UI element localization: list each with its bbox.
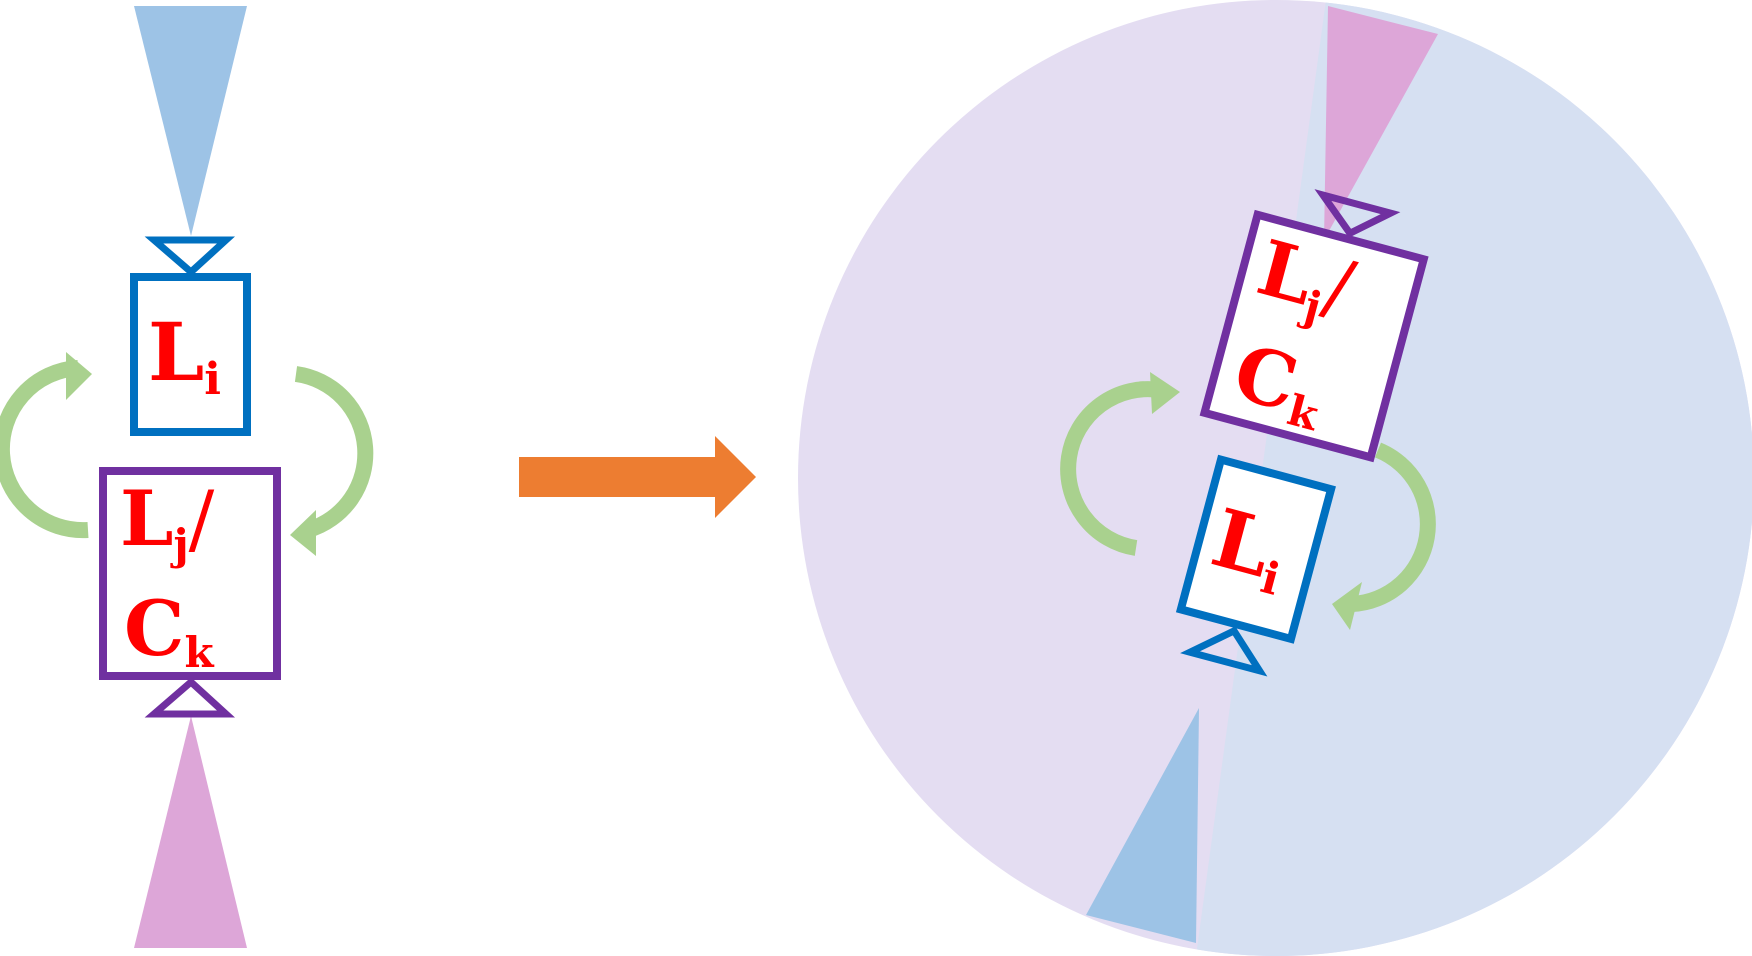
bottom-connector-triangle	[144, 677, 236, 718]
right-diagram-right-rotation-arrowhead	[1332, 582, 1362, 630]
top-connector-triangle	[144, 236, 236, 277]
rotated-top-connector-triangle	[1314, 189, 1401, 238]
right-rotation-arrowhead	[290, 510, 316, 556]
lj-label: Lj/	[120, 474, 215, 569]
right-diagram-right-rotation-arrow-icon	[1351, 442, 1436, 612]
right-diagram: Lj/ Ck Li	[798, 0, 1752, 956]
bottom-light-blue-wedge	[1086, 708, 1199, 943]
top-pink-wedge	[1324, 6, 1438, 240]
rotated-bottom-connector-triangle	[1180, 626, 1268, 677]
li-box	[130, 273, 251, 436]
right-diagram-left-rotation-arrow-icon	[1060, 381, 1162, 556]
li-label: Li	[148, 305, 221, 405]
rotated-li-label: Li	[1201, 490, 1297, 605]
rotated-li-box	[1175, 454, 1336, 644]
left-diagram: Li Lj/ Ck	[0, 6, 374, 948]
arrow-right-icon	[519, 436, 756, 518]
lj-ck-box	[99, 467, 281, 680]
left-rotation-arrow-icon	[0, 360, 89, 539]
right-rotation-arrow-icon	[294, 366, 374, 538]
ck-label: Ck	[124, 584, 215, 677]
rotated-lj-ck-box	[1199, 209, 1429, 463]
right-diagram-left-rotation-arrowhead	[1150, 372, 1180, 414]
top-light-blue-cone	[134, 6, 247, 236]
bottom-pink-cone	[134, 716, 247, 948]
left-rotation-arrowhead	[66, 352, 92, 400]
